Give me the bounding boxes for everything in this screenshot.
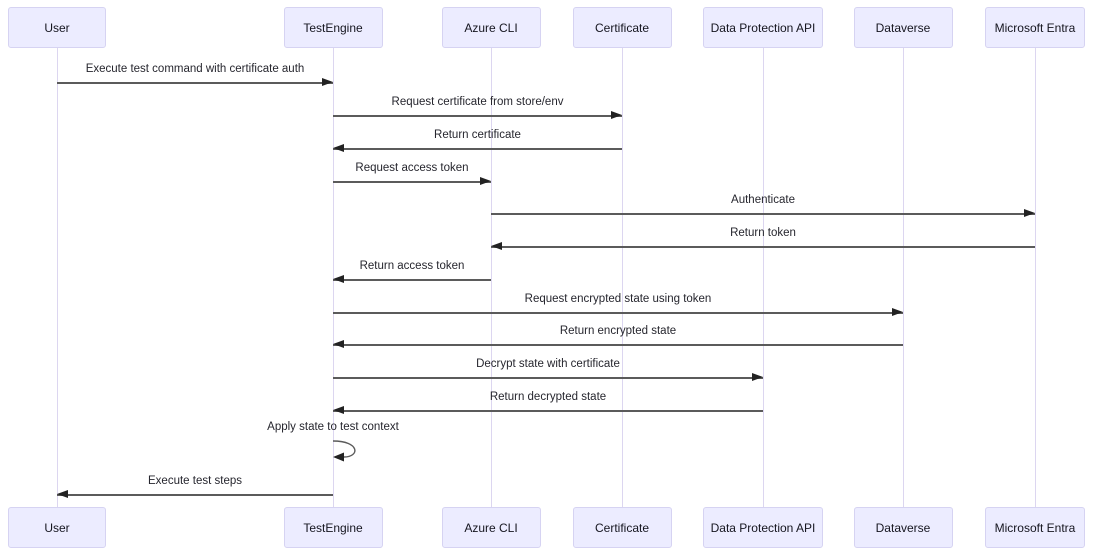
actor-top-azure-cli: Azure CLI	[441, 7, 541, 48]
message-1-line	[333, 115, 622, 117]
message-2-label: Return certificate	[434, 129, 521, 141]
message-12-label: Execute test steps	[148, 475, 242, 487]
actor-label: Azure CLI	[464, 520, 518, 535]
message-9-arrowhead	[752, 373, 763, 382]
message-10-arrowhead	[333, 406, 344, 415]
lifeline-data-protection-api	[762, 48, 764, 508]
message-9-label: Decrypt state with certificate	[476, 358, 620, 370]
message-11-self-loop	[333, 440, 356, 462]
actor-bottom-dataverse: Dataverse	[853, 507, 953, 548]
message-1-arrowhead	[611, 111, 622, 120]
lifeline-dataverse	[902, 48, 904, 508]
message-2-line	[333, 148, 622, 150]
actor-top-certificate: Certificate	[572, 7, 672, 48]
actor-bottom-testengine: TestEngine	[283, 507, 383, 548]
message-2-arrowhead	[333, 144, 344, 153]
message-8-label: Return encrypted state	[559, 325, 677, 337]
actor-label: Certificate	[594, 520, 650, 535]
actor-top-microsoft-entra: Microsoft Entra	[985, 7, 1085, 48]
lifeline-user	[56, 48, 58, 508]
message-4-line	[491, 213, 1035, 215]
actor-label: User	[44, 520, 70, 535]
message-0-line	[57, 82, 333, 84]
actor-bottom-user: User	[8, 507, 106, 548]
message-10-line	[333, 410, 763, 412]
actor-label: User	[44, 20, 70, 35]
message-5-label: Return token	[730, 227, 796, 239]
actor-label: TestEngine	[303, 520, 363, 535]
message-0-label: Execute test command with certificate au…	[85, 63, 305, 75]
actor-label: Dataverse	[875, 20, 931, 35]
message-4-label: Authenticate	[731, 194, 795, 206]
message-9-line	[333, 377, 763, 379]
message-5-line	[491, 246, 1035, 248]
message-7-arrowhead	[892, 308, 903, 317]
actor-top-dataverse: Dataverse	[853, 7, 953, 48]
message-6-line	[333, 279, 491, 281]
actor-bottom-azure-cli: Azure CLI	[441, 507, 541, 548]
message-6-label: Return access token	[359, 260, 465, 272]
message-1-label: Request certificate from store/env	[391, 96, 564, 108]
message-7-label: Request encrypted state using token	[524, 293, 712, 305]
actor-label: TestEngine	[303, 20, 363, 35]
actor-bottom-data-protection-api: Data Protection API	[703, 507, 823, 548]
actor-label: Azure CLI	[464, 20, 518, 35]
actor-top-user: User	[8, 7, 106, 48]
actor-top-testengine: TestEngine	[283, 7, 383, 48]
message-5-arrowhead	[491, 242, 502, 251]
message-8-line	[333, 344, 903, 346]
message-12-arrowhead	[57, 490, 68, 499]
actor-label: Microsoft Entra	[994, 520, 1076, 535]
message-3-label: Request access token	[355, 162, 469, 174]
actor-top-data-protection-api: Data Protection API	[703, 7, 823, 48]
lifeline-microsoft-entra	[1034, 48, 1036, 508]
actor-label: Data Protection API	[710, 20, 816, 35]
lifeline-azure-cli	[490, 48, 492, 508]
actor-label: Microsoft Entra	[994, 20, 1076, 35]
message-8-arrowhead	[333, 340, 344, 349]
message-4-arrowhead	[1024, 209, 1035, 218]
actor-label: Dataverse	[875, 520, 931, 535]
message-10-label: Return decrypted state	[489, 391, 607, 403]
actor-bottom-microsoft-entra: Microsoft Entra	[985, 507, 1085, 548]
actor-label: Certificate	[594, 20, 650, 35]
message-12-line	[57, 494, 333, 496]
message-3-line	[333, 181, 491, 183]
lifeline-certificate	[621, 48, 623, 508]
actor-label: Data Protection API	[710, 520, 816, 535]
message-0-arrowhead	[322, 78, 333, 87]
actor-bottom-certificate: Certificate	[572, 507, 672, 548]
message-3-arrowhead	[480, 177, 491, 186]
message-11-label: Apply state to test context	[267, 421, 399, 433]
message-7-line	[333, 312, 903, 314]
message-6-arrowhead	[333, 275, 344, 284]
